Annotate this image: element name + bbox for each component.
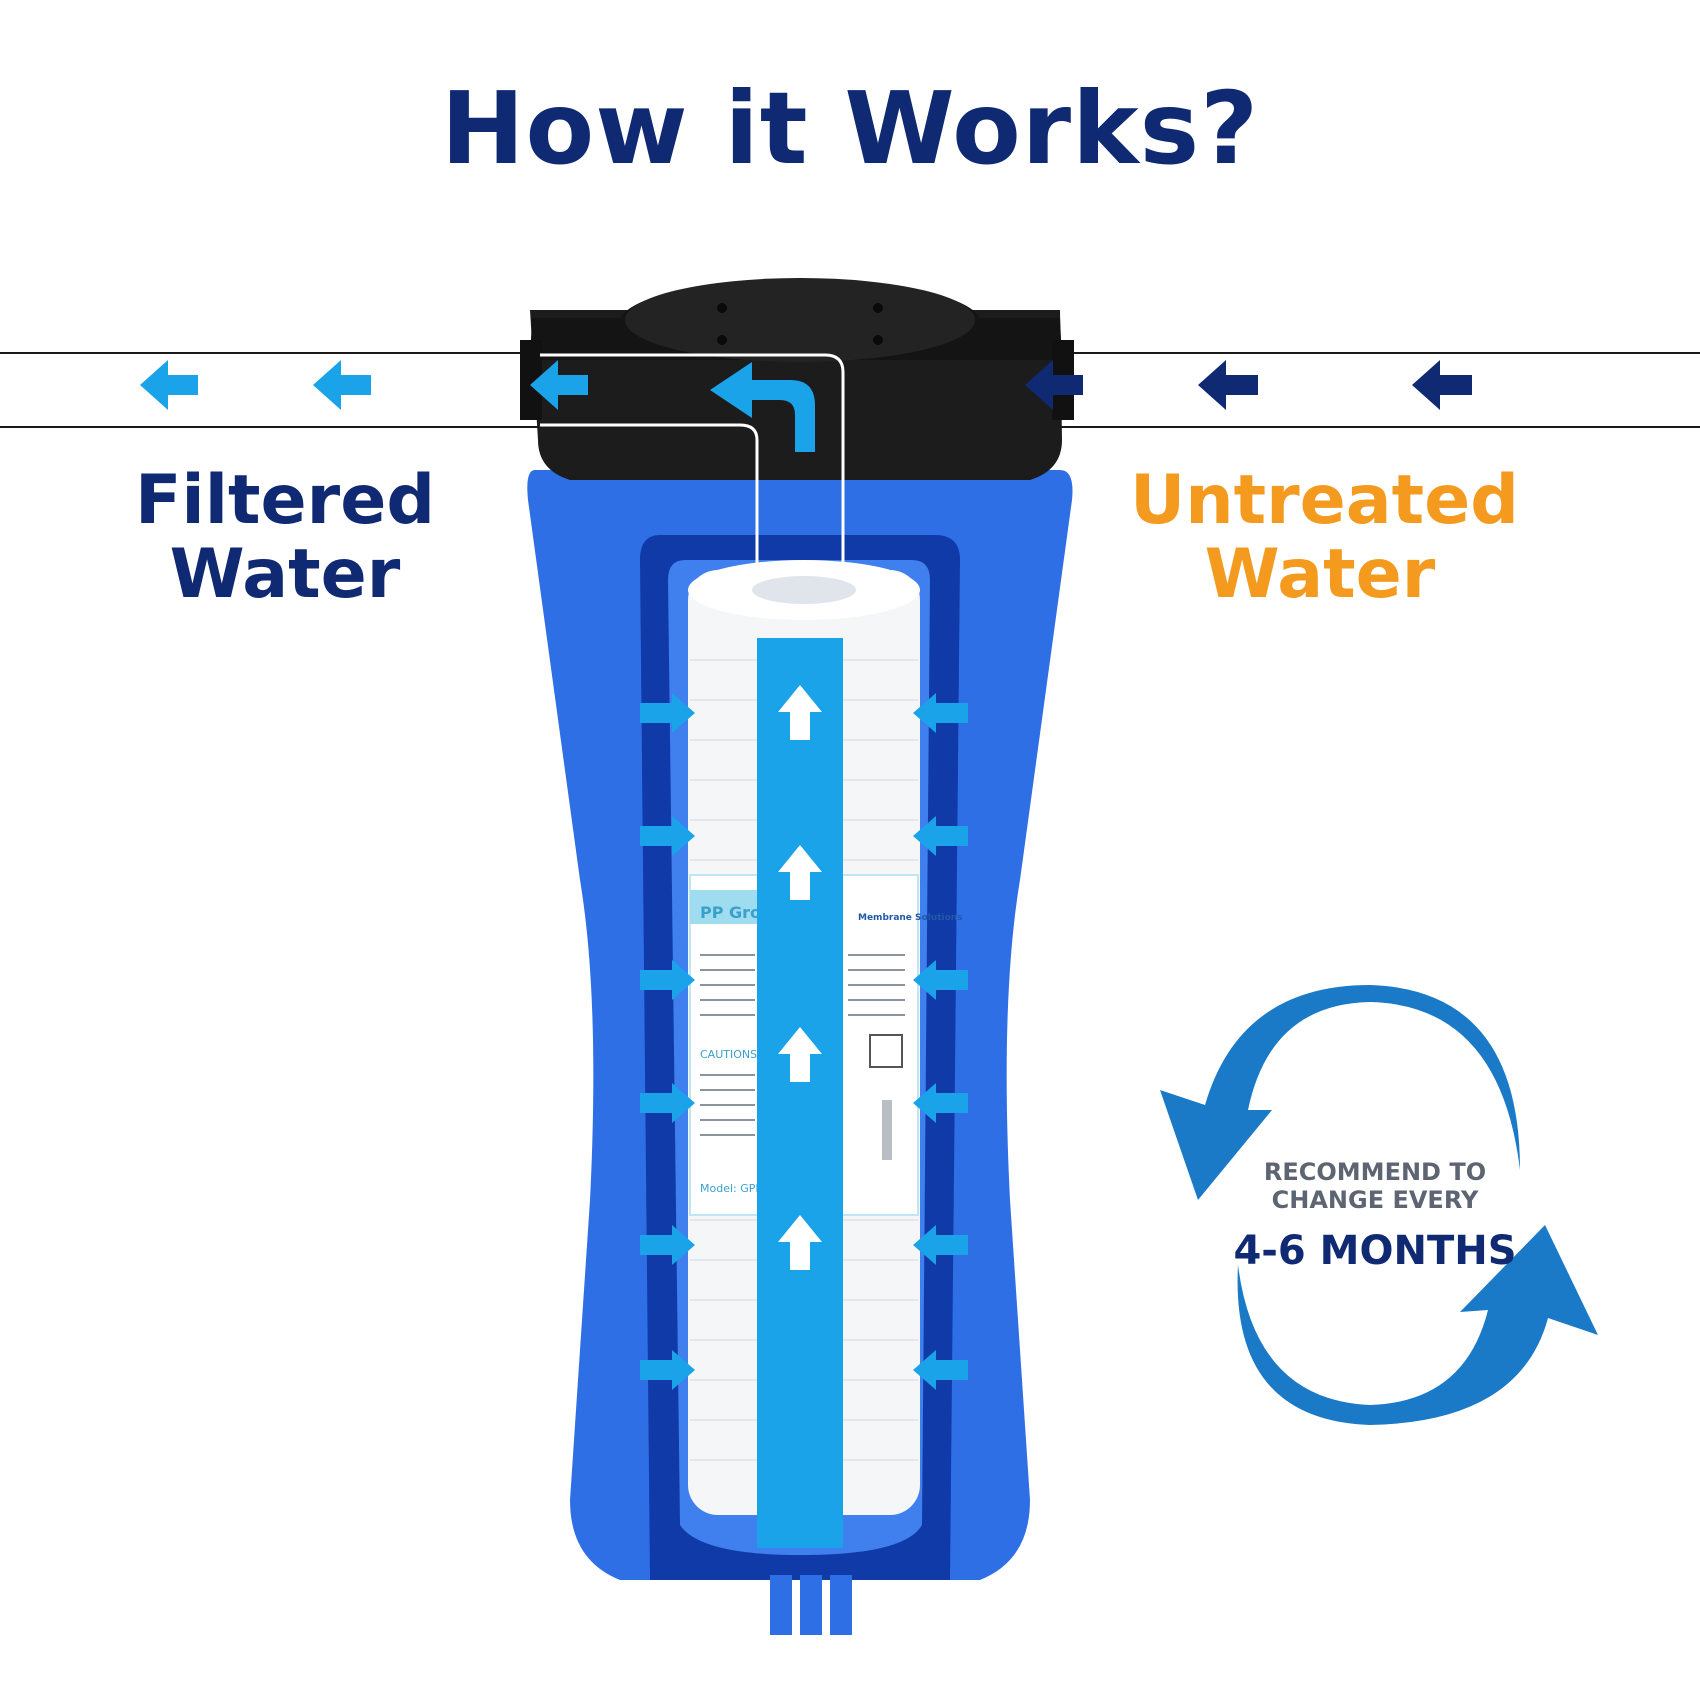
up-arrow-2 (778, 845, 822, 900)
inward-arrow-right-4 (913, 1083, 968, 1123)
inward-arrow-right-1 (913, 693, 968, 733)
cartridge-heading: PP Gro (700, 903, 761, 922)
cartridge-model: Model: GPP (700, 1182, 762, 1195)
outlet-arrow-2 (313, 360, 371, 410)
drain-tab-1 (770, 1575, 792, 1635)
filtered-label-line2: Water (169, 535, 401, 614)
inward-arrow-right-5 (913, 1225, 968, 1265)
cap-turn-arrow (710, 362, 815, 452)
untreated-label-line2: Water (1204, 535, 1436, 614)
inward-arrow-right-3 (913, 960, 968, 1000)
outlet-arrow-1 (140, 360, 198, 410)
cartridge-caution: CAUTIONS (700, 1048, 757, 1061)
core-flow-channel (757, 638, 843, 1548)
cycle-line1: RECOMMEND TO (1263, 1158, 1487, 1186)
cycle-interval: 4-6 MONTHS (1233, 1228, 1517, 1274)
outlet-flow-arrows (140, 360, 588, 410)
cycle-recommendation: RECOMMEND TO CHANGE EVERY (1195, 1158, 1555, 1214)
inlet-flow-arrows (1025, 360, 1472, 410)
cycle-arrow-top (1160, 985, 1520, 1200)
page-title: How it Works? (440, 70, 1260, 187)
inward-arrow-left-5 (640, 1225, 695, 1265)
inward-arrow-left-1 (640, 693, 695, 733)
inlet-arrow-1 (1025, 360, 1083, 410)
up-arrow-4 (778, 1215, 822, 1270)
inlet-arrow-3 (1412, 360, 1472, 410)
filtered-water-label: Filtered Water (120, 464, 450, 612)
cartridge-brand: Membrane Solutions (858, 913, 963, 923)
core-up-arrows (778, 685, 822, 1270)
inward-arrow-left-3 (640, 960, 695, 1000)
inlet-arrow-2 (1198, 360, 1258, 410)
outlet-arrow-3 (530, 360, 588, 410)
outlet-path-line-inner (540, 423, 759, 570)
inward-arrow-left-4 (640, 1083, 695, 1123)
untreated-label-line1: Untreated (1130, 461, 1519, 540)
inward-arrows-right (913, 693, 968, 1390)
cap-port-left (520, 340, 542, 420)
inward-arrow-right-6 (913, 1350, 968, 1390)
inward-arrow-left-2 (640, 816, 695, 856)
qr-code (869, 1034, 903, 1068)
drain-tab-3 (830, 1575, 852, 1635)
cap-dome (625, 278, 975, 362)
cartridge-mini-image (882, 1100, 892, 1160)
inward-arrows-left (640, 693, 695, 1390)
cap-bolts (717, 303, 883, 345)
up-arrow-3 (778, 1027, 822, 1082)
cycle-line2: CHANGE EVERY (1271, 1186, 1479, 1214)
outlet-path-line (540, 353, 845, 570)
up-arrow-1 (778, 685, 822, 740)
drain-tab-2 (800, 1575, 822, 1635)
cartridge-label-band (690, 890, 760, 924)
cycle-arrows (1160, 985, 1598, 1425)
inward-arrow-right-2 (913, 816, 968, 856)
cycle-arrow-bottom (1237, 1225, 1598, 1425)
inward-arrow-left-6 (640, 1350, 695, 1390)
filtered-label-line1: Filtered (134, 461, 436, 540)
untreated-water-label: Untreated Water (1130, 461, 1519, 614)
cartridge-core-opening (752, 576, 856, 604)
cartridge-text-lines (700, 954, 905, 1136)
